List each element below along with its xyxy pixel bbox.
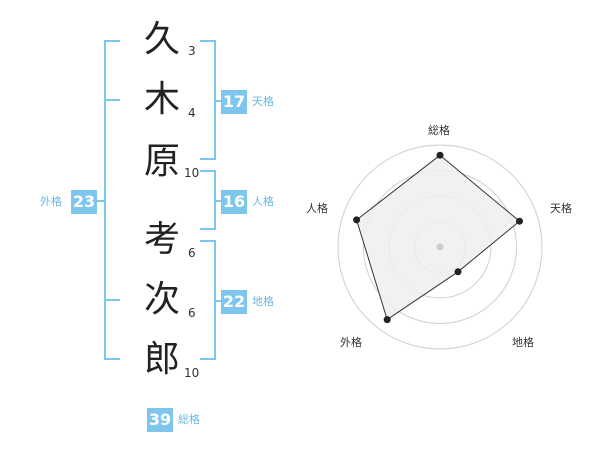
- name-char-2: 木: [143, 79, 180, 120]
- radar-axis-label-jinkaku: 人格: [306, 201, 328, 215]
- radar-point-0: [436, 151, 444, 159]
- gaikaku-tick-inner-2: [104, 299, 120, 301]
- soukaku-label: 総格: [178, 413, 200, 426]
- chikaku-label: 地格: [252, 295, 274, 308]
- stroke-count-1: 3: [188, 44, 196, 58]
- name-char-3: 原: [143, 141, 180, 182]
- name-char-4: 考: [143, 219, 180, 260]
- stroke-count-2: 4: [188, 106, 196, 120]
- radar-point-3: [383, 316, 391, 324]
- gaikaku-tick-inner-1: [104, 99, 120, 101]
- soukaku-badge: 39: [147, 408, 173, 432]
- fortune-radar-chart: 総格 天格 地格 外格 人格: [306, 123, 572, 350]
- name-char-5: 次: [143, 279, 180, 320]
- gaikaku-tick: [96, 200, 106, 202]
- stroke-count-6: 10: [184, 366, 200, 380]
- chikaku-tick: [214, 300, 224, 302]
- stroke-count-4: 6: [188, 246, 196, 260]
- radar-polygon: [356, 154, 521, 321]
- gaikaku-badge: 23: [71, 190, 97, 214]
- radar-axis-label-chikaku: 地格: [512, 335, 534, 349]
- stroke-count-3: 10: [184, 166, 200, 180]
- radar-point-4: [353, 216, 361, 224]
- gaikaku-bracket: [104, 40, 120, 360]
- jinkaku-label: 人格: [252, 195, 274, 208]
- jinkaku-tick: [214, 200, 224, 202]
- radar-point-2: [454, 268, 462, 276]
- radar-point-1: [516, 217, 523, 225]
- chikaku-badge: 22: [221, 290, 247, 314]
- jinkaku-badge: 16: [221, 190, 247, 214]
- tenkaku-label: 天格: [252, 95, 274, 108]
- stroke-count-5: 6: [188, 306, 196, 320]
- radar-axis-label-tenkaku: 天格: [550, 201, 572, 215]
- tenkaku-tick: [214, 100, 224, 102]
- name-char-6: 郎: [143, 339, 180, 380]
- radar-axis-label-gaikaku: 外格: [340, 335, 362, 349]
- radar-axis-label-soukaku: 総格: [428, 123, 450, 137]
- gaikaku-label: 外格: [40, 195, 62, 208]
- radar-ring-4: [337, 144, 543, 350]
- radar-points: [353, 151, 523, 324]
- name-char-1: 久: [143, 19, 180, 60]
- radar-center-dot: [436, 243, 444, 251]
- tenkaku-badge: 17: [221, 90, 247, 114]
